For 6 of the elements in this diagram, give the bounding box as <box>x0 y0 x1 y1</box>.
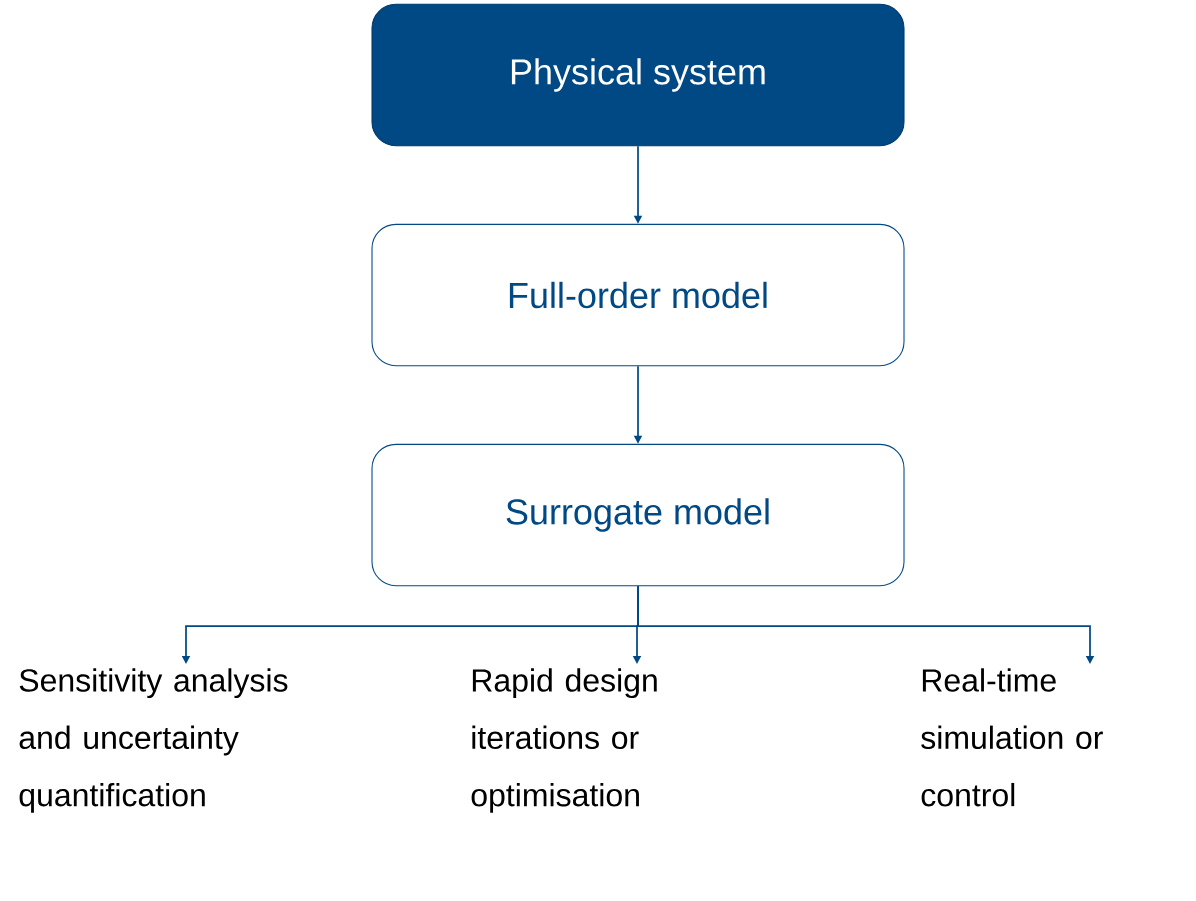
process-box: Physical system <box>371 3 905 147</box>
outcome-text: Sensitivity analysis and uncertainty quantification <box>19 668 288 813</box>
outcome-text: Rapid design iterations or optimisation <box>471 668 657 813</box>
outcome-text: Real-time simulation or control <box>921 668 1103 807</box>
process-box: Full-order model <box>371 223 905 367</box>
process-box: Surrogate model <box>371 443 905 587</box>
